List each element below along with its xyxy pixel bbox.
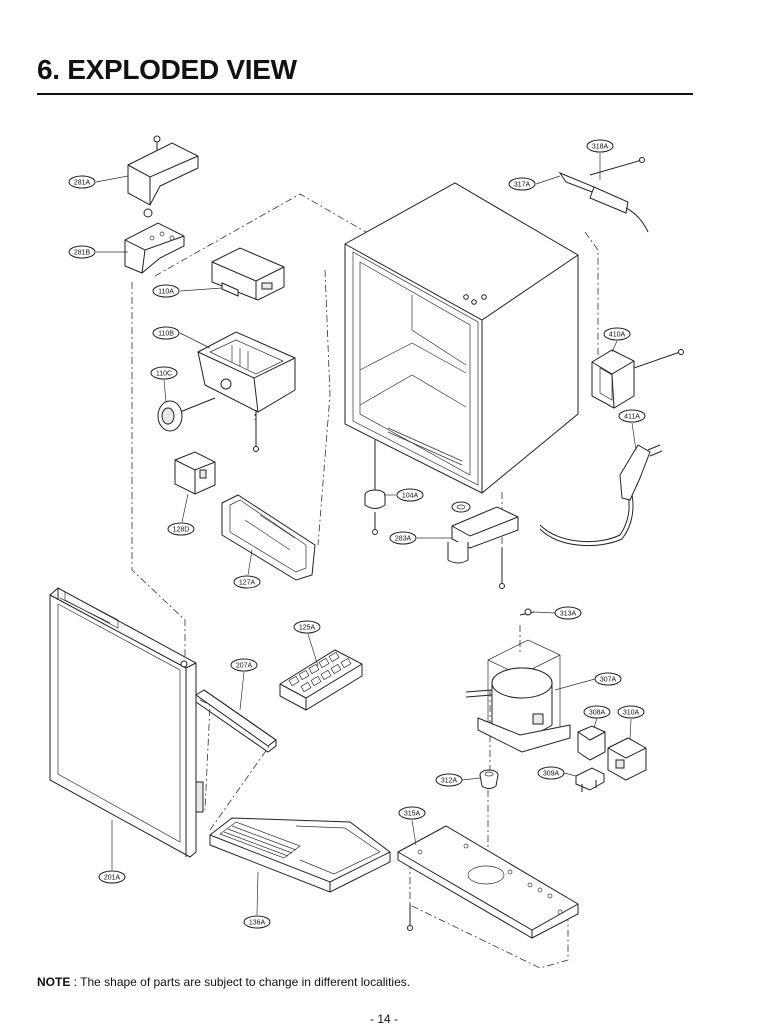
svg-text:110A: 110A — [158, 289, 174, 296]
part-callout-411A: 411A — [618, 409, 646, 423]
svg-text:128D: 128D — [173, 527, 190, 534]
thermostat-case — [197, 331, 296, 452]
thermostat — [211, 247, 285, 301]
note-label: NOTE — [37, 975, 71, 989]
svg-text:315A: 315A — [404, 811, 421, 818]
note-text: : The shape of parts are subject to chan… — [70, 975, 411, 989]
part-callout-207A: 207A — [230, 658, 258, 672]
svg-text:307A: 307A — [600, 677, 617, 684]
part-callout-125A: 125A — [293, 620, 321, 634]
svg-text:110B: 110B — [158, 331, 174, 338]
hinge-brackets — [124, 135, 199, 274]
part-callouts: 281A 281B 110A 110B 110C 128D 127A 104A … — [68, 139, 646, 929]
part-callout-308A: 308A — [583, 705, 611, 719]
part-callout-317A: 317A — [508, 177, 536, 191]
part-callout-307A: 307A — [594, 672, 622, 686]
refrigerator-door — [49, 587, 204, 858]
svg-text:308A: 308A — [589, 710, 606, 717]
adjust-leg — [364, 440, 386, 535]
svg-text:281B: 281B — [74, 250, 91, 257]
svg-text:312A: 312A — [441, 778, 458, 785]
title-rule — [37, 93, 693, 95]
relay-overload — [575, 725, 647, 792]
part-callout-136A: 136A — [243, 915, 271, 929]
svg-text:317A: 317A — [514, 182, 531, 189]
svg-text:125A: 125A — [299, 625, 316, 632]
page-title: 6. EXPLODED VIEW — [37, 54, 297, 85]
svg-text:201A: 201A — [104, 875, 121, 882]
svg-text:410A: 410A — [609, 332, 626, 339]
svg-text:411A: 411A — [624, 414, 640, 421]
compressor — [465, 608, 571, 753]
svg-text:310A: 310A — [623, 710, 640, 717]
part-callout-110A: 110A — [152, 284, 180, 298]
lower-hinge — [447, 501, 519, 589]
svg-text:136A: 136A — [249, 920, 266, 927]
part-callout-309A: 309A — [537, 766, 565, 780]
base-plate — [397, 825, 579, 939]
lamp-cover — [174, 451, 216, 495]
drip-tray — [209, 817, 391, 893]
part-callout-281A: 281A — [68, 175, 96, 189]
ice-tray — [279, 649, 363, 711]
part-callout-110C: 110C — [150, 366, 178, 380]
part-callout-128D: 128D — [167, 522, 195, 536]
svg-text:104A: 104A — [402, 493, 419, 500]
shelf-glass — [221, 494, 316, 581]
svg-text:207A: 207A — [236, 663, 253, 670]
part-callout-283A: 283A — [389, 531, 417, 545]
part-callout-201A: 201A — [98, 870, 126, 884]
part-callout-310A: 310A — [617, 705, 645, 719]
part-callout-281B: 281B — [68, 245, 96, 259]
part-callout-312A: 312A — [435, 773, 463, 787]
part-callout-313A: 313A — [554, 606, 582, 620]
defrost-sensor — [558, 157, 649, 233]
part-callout-110B: 110B — [152, 326, 180, 340]
thermostat-knob — [157, 397, 216, 432]
svg-text:313A: 313A — [560, 611, 577, 618]
svg-text:318A: 318A — [592, 144, 609, 151]
cord-bracket — [591, 349, 684, 409]
svg-text:281A: 281A — [74, 180, 91, 187]
part-callout-410A: 410A — [603, 327, 631, 341]
page-number: - 14 - — [369, 1012, 398, 1026]
footnote: NOTE : The shape of parts are subject to… — [37, 975, 410, 989]
part-callout-318A: 318A — [586, 139, 614, 153]
leader-lines — [95, 153, 637, 916]
power-cord — [539, 444, 663, 547]
grommet — [479, 769, 499, 789]
svg-text:309A: 309A — [543, 771, 560, 778]
part-callout-315A: 315A — [398, 806, 426, 820]
svg-text:127A: 127A — [239, 580, 256, 587]
svg-text:283A: 283A — [395, 536, 412, 543]
part-callout-104A: 104A — [396, 488, 424, 502]
door-handle — [195, 689, 277, 753]
cabinet — [344, 182, 579, 494]
part-callout-127A: 127A — [233, 575, 261, 589]
svg-text:110C: 110C — [156, 371, 172, 378]
